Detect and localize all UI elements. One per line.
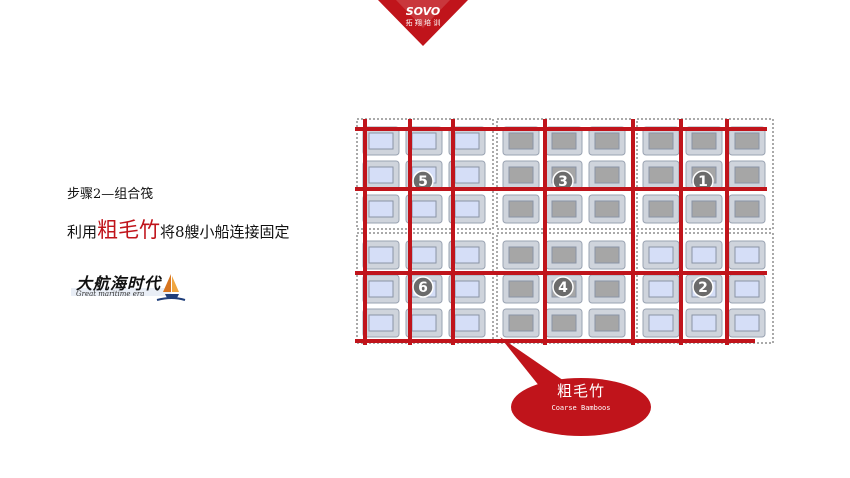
step-desc-prefix: 利用: [67, 223, 98, 241]
logo-triangle-icon: [378, 0, 468, 46]
logo-text-bottom: 拓 翔 培 训: [406, 18, 441, 27]
bamboo-pole-vertical: [451, 119, 455, 345]
boat-cell: [368, 314, 394, 332]
boat-cell: [551, 314, 577, 332]
boat-cell: [551, 246, 577, 264]
raft-diagram: 5 3 1 6 4 2: [355, 118, 774, 345]
boat-cell: [454, 280, 480, 298]
boat-cell: [691, 132, 717, 150]
bamboo-pole-horizontal: [635, 187, 767, 191]
boat-cell: [594, 280, 620, 298]
boat-cell: [454, 166, 480, 184]
step-desc-highlight: 粗毛竹: [97, 218, 161, 242]
brand-logo: [71, 274, 186, 301]
boat-cell: [734, 246, 760, 264]
bamboo-pole-horizontal: [355, 271, 635, 275]
boat-cell: [594, 132, 620, 150]
group-number-label: 3: [558, 174, 568, 190]
sovo-logo: SOVO 拓 翔 培 训: [378, 0, 468, 46]
boat-cell: [454, 314, 480, 332]
group-number-label: 1: [698, 174, 708, 190]
bamboo-pole-vertical: [725, 119, 729, 345]
step-title: 步骤2—组合筏: [67, 187, 154, 202]
bamboo-pole-horizontal: [635, 271, 767, 275]
group-number-label: 5: [418, 174, 428, 190]
boat-cell: [691, 314, 717, 332]
boat-cell: [411, 200, 437, 218]
boat-cell: [734, 132, 760, 150]
boat-cell: [734, 280, 760, 298]
bamboo-pole-vertical: [631, 119, 635, 345]
boat-cell: [648, 132, 674, 150]
bamboo-pole-horizontal: [355, 339, 755, 343]
boat-cell: [648, 200, 674, 218]
group-number-label: 6: [418, 280, 428, 296]
group-number-badge: [692, 276, 714, 298]
boat-cell: [734, 200, 760, 218]
boat-cell: [368, 132, 394, 150]
boat-cell: [648, 314, 674, 332]
boat-cell: [691, 246, 717, 264]
boat-cell: [508, 200, 534, 218]
boat-cell: [411, 246, 437, 264]
boat-cell: [454, 200, 480, 218]
boat-group-3: [496, 118, 634, 230]
bamboo-pole-horizontal: [355, 187, 635, 191]
sailboat-icon: [156, 274, 186, 301]
group-number-badge: [412, 276, 434, 298]
boat-cell: [551, 132, 577, 150]
boat-cell: [594, 246, 620, 264]
boat-cell: [508, 246, 534, 264]
boat-group-5: [356, 118, 494, 230]
group-number-label: 4: [558, 280, 568, 296]
boat-cell: [594, 314, 620, 332]
boat-cell: [648, 280, 674, 298]
boat-cell: [368, 200, 394, 218]
bamboo-pole-vertical: [408, 119, 412, 345]
boat-cell: [368, 246, 394, 264]
boat-cell: [508, 132, 534, 150]
callout-bubble: [500, 337, 651, 436]
boat-cell: [734, 314, 760, 332]
boat-cell: [454, 246, 480, 264]
callout-title: 粗毛竹: [556, 382, 605, 400]
bamboo-pole-vertical: [543, 119, 547, 345]
boat-cell: [551, 200, 577, 218]
boat-cell: [454, 132, 480, 150]
boat-cell: [508, 280, 534, 298]
boat-cell: [648, 166, 674, 184]
step-description: 利用粗毛竹将8艘小船连接固定: [67, 214, 290, 244]
boat-cell: [691, 200, 717, 218]
boat-cell: [594, 200, 620, 218]
boat-cell: [734, 166, 760, 184]
boat-cell: [368, 166, 394, 184]
boat-cell: [508, 314, 534, 332]
bamboo-pole-horizontal: [355, 127, 767, 131]
group-number-badge: [552, 276, 574, 298]
group-number-label: 2: [698, 280, 708, 296]
logo-text-top: SOVO: [406, 5, 441, 18]
brand-name: 大航海时代: [76, 274, 162, 293]
callout-subtitle: Coarse Bamboos: [551, 404, 611, 412]
boat-cell: [368, 280, 394, 298]
step-desc-suffix: 将8艘小船连接固定: [160, 223, 290, 241]
boat-cell: [594, 166, 620, 184]
boat-cell: [411, 314, 437, 332]
brand-subtitle: Great maritime era: [76, 290, 145, 298]
boat-cell: [648, 246, 674, 264]
boat-cell: [508, 166, 534, 184]
bamboo-pole-vertical: [679, 119, 683, 345]
boat-group-1: [636, 118, 774, 230]
bamboo-pole-vertical: [363, 119, 367, 345]
boat-cell: [411, 132, 437, 150]
